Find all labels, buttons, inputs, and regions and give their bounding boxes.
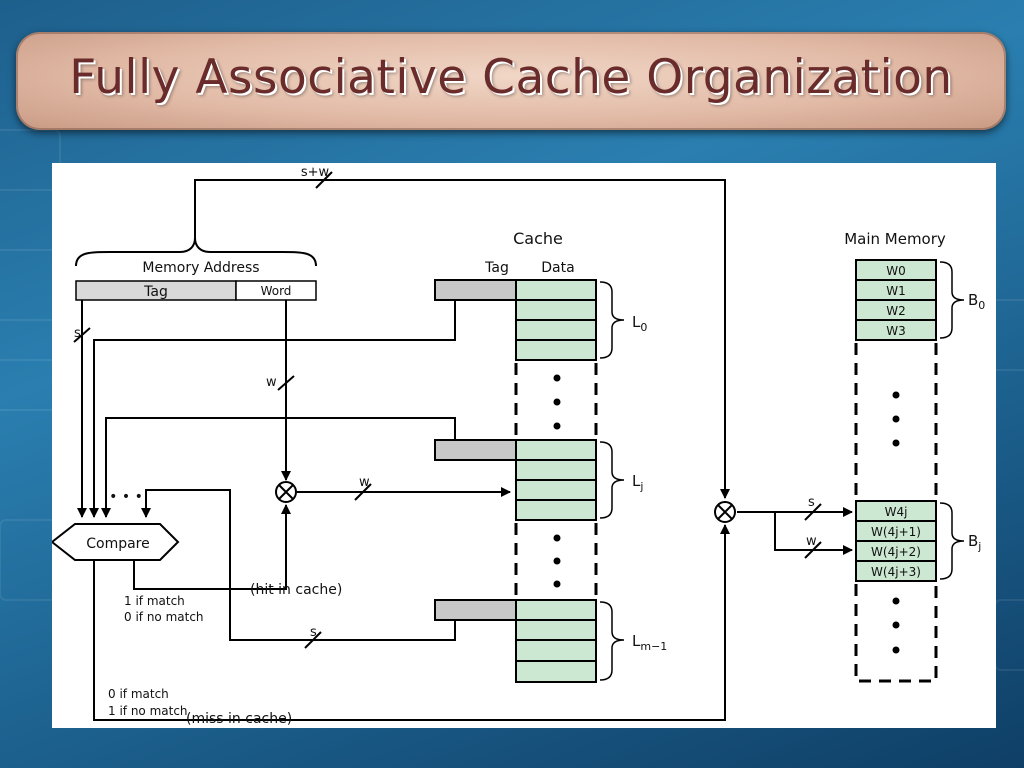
tag-lm1-s-slash xyxy=(304,631,322,649)
tag-lm1-s-label: s xyxy=(310,625,317,640)
memory-word-w0: W0 xyxy=(886,264,906,278)
cache-data-column: Data xyxy=(541,260,574,276)
address-word-label: Word xyxy=(261,284,292,298)
miss-match-label: 0 if match xyxy=(108,687,169,701)
miss-nomatch-label: 1 if no match xyxy=(108,704,188,718)
memory-dot-6 xyxy=(892,646,900,654)
memory-w-slash xyxy=(804,541,822,559)
cache-line-lj-label: Lj xyxy=(632,472,643,493)
cache-dot-4 xyxy=(553,534,561,542)
diagram-panel: s+w Memory Address Tag Word s w w s • • … xyxy=(52,163,996,728)
memory-dot-3 xyxy=(892,439,900,447)
hit-label: (hit in cache) xyxy=(250,582,342,598)
bj-brace xyxy=(939,502,965,580)
cache-tag-l0 xyxy=(434,279,517,301)
word-w-label: w xyxy=(266,375,277,390)
miss-label: (miss in cache) xyxy=(186,711,292,727)
miss-line xyxy=(93,524,730,721)
memory-word-w1: W1 xyxy=(886,284,906,298)
cache-dot-6 xyxy=(553,580,561,588)
compare-ellipsis: • • • xyxy=(109,489,143,505)
lj-brace xyxy=(599,441,625,519)
block-bj-label: Bj xyxy=(968,532,981,553)
slide-title: Fully Associative Cache Organization xyxy=(69,50,953,105)
block-b0-label: B0 xyxy=(968,291,985,312)
memory-word-w4j1: W(4j+1) xyxy=(871,525,921,539)
memory-w-label: w xyxy=(806,534,817,549)
address-brace xyxy=(75,237,317,267)
memory-dash-bottom xyxy=(854,584,938,683)
mux-to-memory-w-line xyxy=(774,512,853,555)
tag-s-label: s xyxy=(74,326,81,341)
cache-dot-2 xyxy=(553,398,561,406)
memory-mux-cross-mark xyxy=(717,504,733,520)
tag-l0-feed-line xyxy=(89,300,456,518)
memory-word-w4j: W4j xyxy=(885,505,908,519)
memory-word-w4j2: W(4j+2) xyxy=(871,545,921,559)
mux-w-label: w xyxy=(359,475,370,490)
compare-block xyxy=(52,523,180,561)
mux-w-slash xyxy=(354,483,372,501)
word-w-slash xyxy=(277,375,295,391)
title-banner: Fully Associative Cache Organization xyxy=(16,32,1006,130)
cache-heading: Cache xyxy=(513,229,563,248)
compare-label: Compare xyxy=(86,536,150,552)
mux-cross-mark xyxy=(278,484,294,500)
cache-dot-1 xyxy=(553,374,561,382)
cache-tag-lm1 xyxy=(434,599,517,621)
cache-line-l0-label: L0 xyxy=(632,313,647,334)
tag-s-slash xyxy=(73,327,91,343)
l0-brace xyxy=(599,281,625,359)
memory-word-w4j3: W(4j+3) xyxy=(871,565,921,579)
cache-tag-column: Tag xyxy=(484,260,509,276)
memory-word-w2: W2 xyxy=(886,304,906,318)
memory-dot-2 xyxy=(892,415,900,423)
sw-bus-line xyxy=(194,179,730,499)
memory-address-heading: Memory Address xyxy=(142,260,259,276)
hit-match-label: 1 if match xyxy=(124,594,185,608)
hit-nomatch-label: 0 if no match xyxy=(124,610,204,624)
sw-bus-label: s+w xyxy=(301,165,330,180)
main-memory-heading: Main Memory xyxy=(844,230,946,248)
memory-s-label: s xyxy=(808,495,815,510)
memory-dot-5 xyxy=(892,621,900,629)
cache-dot-5 xyxy=(553,557,561,565)
address-tag-label: Tag xyxy=(143,284,168,300)
hit-line xyxy=(133,504,291,590)
b0-brace xyxy=(939,261,965,339)
lm1-brace xyxy=(599,601,625,681)
tag-lm1-feed-line xyxy=(141,489,456,641)
cache-diagram: s+w Memory Address Tag Word s w w s • • … xyxy=(52,165,985,727)
memory-word-w3: W3 xyxy=(886,324,906,338)
cache-tag-lj xyxy=(434,439,517,461)
sw-bus-slash xyxy=(315,171,333,189)
memory-dot-4 xyxy=(892,597,900,605)
cache-dot-3 xyxy=(553,422,561,430)
tag-lj-feed-line xyxy=(101,417,456,518)
cache-line-lm1-label: Lm−1 xyxy=(632,632,667,653)
memory-dot-1 xyxy=(892,391,900,399)
memory-s-slash xyxy=(804,503,822,521)
address-word-field xyxy=(235,280,317,301)
